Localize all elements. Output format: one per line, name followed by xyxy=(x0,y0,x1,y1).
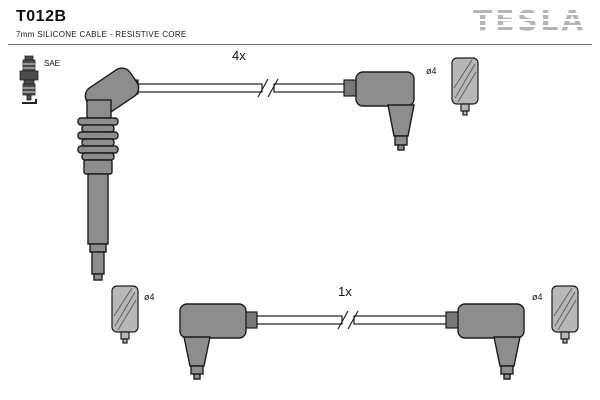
bottom-right-diameter-label: ø4 xyxy=(532,292,543,302)
bottom-cable xyxy=(255,310,449,330)
bottom-left-angle-boot xyxy=(179,303,258,380)
top-quantity-label: 4x xyxy=(232,48,246,63)
top-cable xyxy=(135,78,353,98)
bottom-right-angle-boot xyxy=(445,303,525,380)
coil-boot-connector xyxy=(77,67,140,281)
part-number: T012B xyxy=(16,8,67,25)
header-divider xyxy=(8,44,592,45)
spark-plug-icon xyxy=(19,55,39,104)
top-right-diameter-label: ø4 xyxy=(426,66,437,76)
bottom-left-diameter-label: ø4 xyxy=(144,292,155,302)
cable-spec-subtitle: 7mm SILICONE CABLE - RESISTIVE CORE xyxy=(16,30,187,39)
sae-label: SAE xyxy=(44,59,60,68)
top-right-angle-boot xyxy=(343,71,415,151)
bottom-left-terminal-icon xyxy=(111,285,139,344)
bottom-quantity-label: 1x xyxy=(338,284,352,299)
logo-stripe xyxy=(438,25,590,27)
top-right-terminal-icon xyxy=(451,57,479,116)
bottom-right-terminal-icon xyxy=(551,285,579,344)
logo-stripe xyxy=(438,13,590,15)
logo-stripe xyxy=(438,19,590,21)
